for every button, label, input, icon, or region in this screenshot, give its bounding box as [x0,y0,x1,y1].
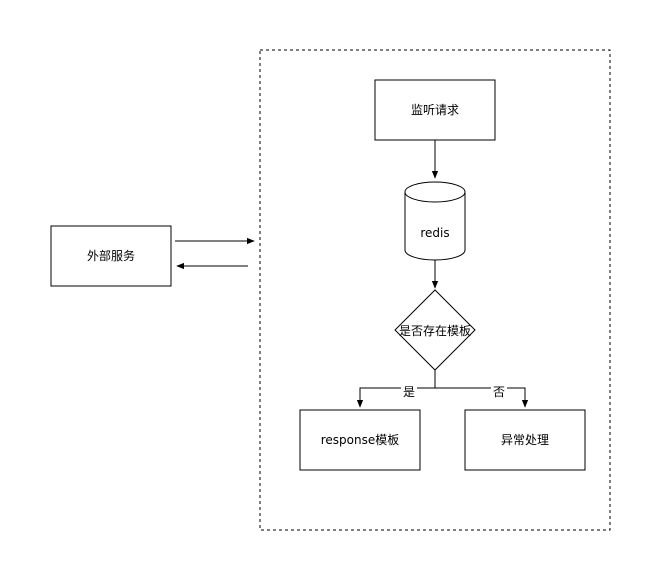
external-service-label: 外部服务 [87,248,135,263]
system-boundary [259,49,611,531]
exception-handling-node[interactable]: 异常处理 [464,409,586,471]
response-template-label: response模板 [321,433,400,447]
response-template-node[interactable]: response模板 [299,409,421,471]
no-label-bg [491,385,507,399]
decision-label: 是否存在模板 [399,324,471,338]
listen-request-label: 监听请求 [411,103,459,117]
redis-label: redis [420,226,449,240]
edge-decision-yes [356,370,436,408]
no-label: 否 [493,385,505,399]
exception-handling-label: 异常处理 [501,433,549,447]
edge-decision-no [435,387,529,408]
yes-label-bg [401,385,417,399]
redis-database-node[interactable]: redis [404,181,466,261]
yes-label: 是 [403,385,415,399]
external-service-node[interactable]: 外部服务 [50,225,172,287]
listen-request-node[interactable]: 监听请求 [374,79,496,141]
template-exists-decision[interactable]: 是否存在模板 [394,289,476,371]
